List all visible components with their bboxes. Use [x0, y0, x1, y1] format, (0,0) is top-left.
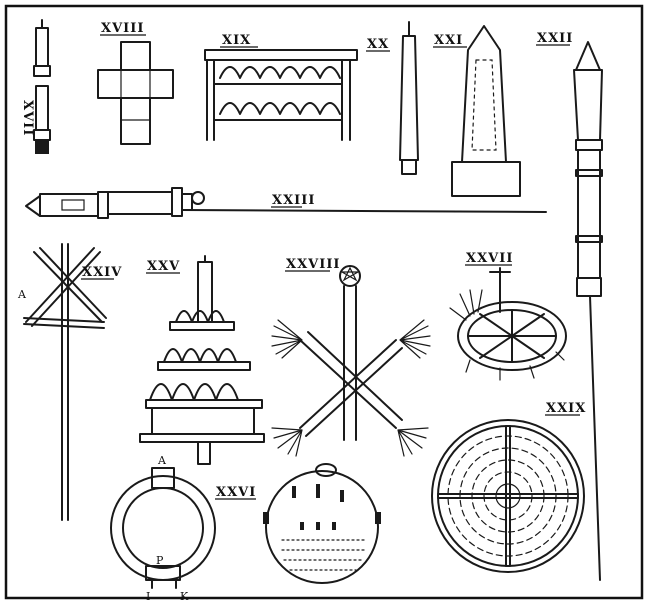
numeral-18: XVIII: [101, 21, 144, 36]
figure-24-trestle: [23, 243, 107, 521]
numeral-26: XXVI: [216, 485, 256, 500]
numeral-24: XXIV: [82, 265, 122, 280]
numeral-21: XXI: [434, 33, 463, 48]
numeral-25: XXV: [147, 259, 180, 274]
letter-k-26: K: [180, 590, 189, 603]
figure-25-tower: [139, 255, 265, 465]
figure-29-disc: [431, 419, 585, 573]
plate-border: [4, 4, 644, 600]
numeral-28: XXVIII: [286, 257, 341, 272]
figure-26-ring: [110, 467, 216, 589]
letter-i-26: I: [146, 590, 150, 603]
figure-21-obelisk: [451, 25, 521, 197]
figure-17-rod: [33, 19, 51, 154]
numeral-23: XXIII: [272, 193, 315, 208]
figure-19-rack: [204, 49, 358, 141]
numeral-29: XXIX: [546, 401, 586, 416]
numeral-20: XX: [367, 37, 389, 52]
figure-22-staff: [573, 41, 603, 581]
letter-a-26: A: [157, 454, 167, 467]
figure-28-brush-cross: [271, 265, 431, 457]
numeral-19: XIX: [222, 33, 251, 48]
figure-18-cross: [97, 41, 174, 145]
figure-27-sphere: [263, 463, 381, 584]
numeral-22: XXII: [537, 31, 573, 46]
figure-20-spindle: [399, 21, 419, 175]
numeral-17: XVII: [20, 100, 35, 136]
figure-27b-wheel: [449, 267, 567, 381]
letter-p-26: P: [156, 554, 164, 567]
numeral-27: XXVII: [466, 251, 513, 266]
letter-a-24: A: [17, 288, 27, 301]
figure-23-lance: [25, 187, 547, 219]
